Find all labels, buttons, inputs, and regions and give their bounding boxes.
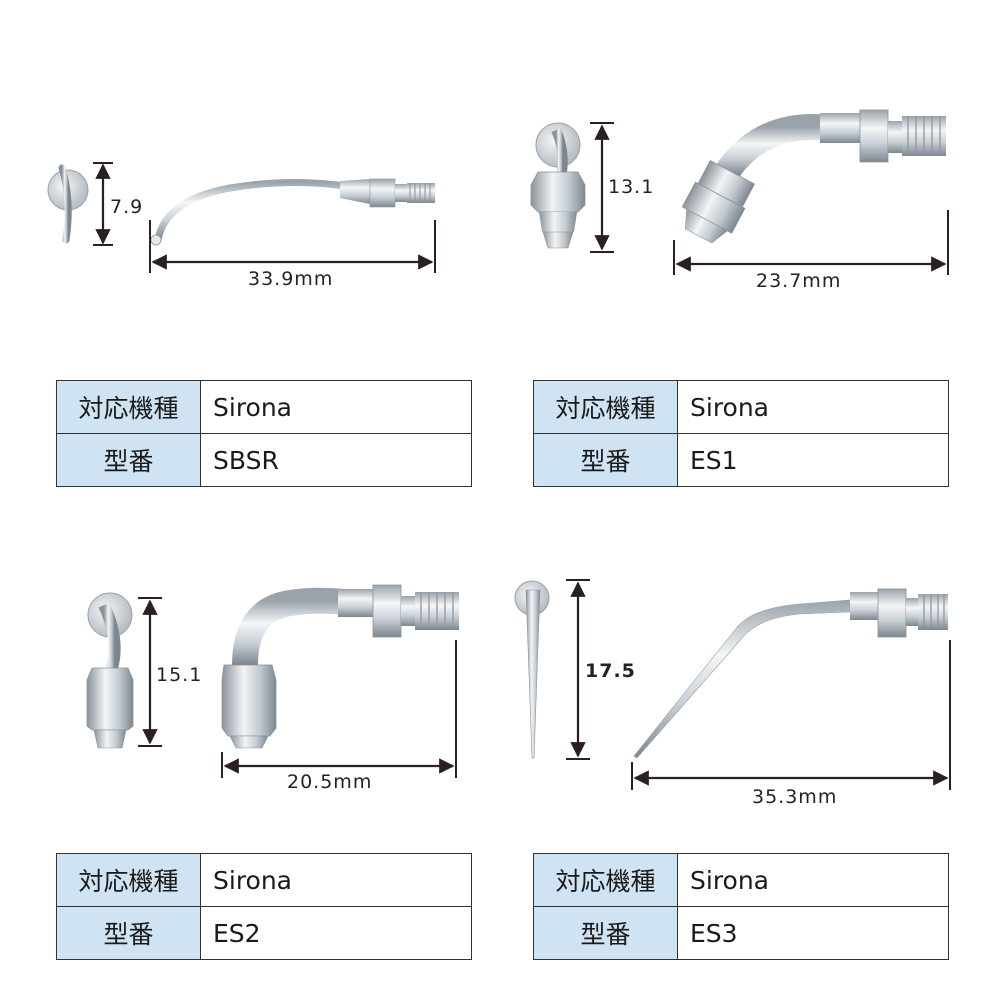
tip-es3-end-view [514, 580, 550, 759]
tip-sbsr-height-label: 7.9 [110, 196, 144, 218]
tip-es3-height-label: 17.5 [585, 660, 636, 682]
tip-sbsr-end-view [47, 164, 89, 244]
tip-es3-width-label: 35.3mm [752, 786, 838, 808]
tip-sbsr-width-label: 33.9mm [248, 268, 334, 290]
table-row: 対応機種 Sirona [56, 380, 472, 434]
compatible-model-value: Sirona [677, 380, 949, 434]
tip-sbsr-width-dimension [149, 220, 436, 273]
tip-sbsr-height-dimension [93, 162, 113, 246]
tip-es2-width-dimension [221, 640, 457, 778]
spec-table-es1: 対応機種 Sirona 型番 ES1 [533, 380, 949, 487]
model-number-value: ES3 [677, 906, 949, 960]
table-row: 型番 SBSR [56, 433, 472, 487]
tip-es2-height-label: 15.1 [156, 664, 203, 686]
tip-es2-width-label: 20.5mm [287, 771, 373, 793]
compatible-model-label: 対応機種 [56, 380, 201, 434]
table-row: 対応機種 Sirona [533, 853, 949, 907]
table-row: 対応機種 Sirona [533, 380, 949, 434]
table-row: 型番 ES1 [533, 433, 949, 487]
tip-es2-side-view [221, 584, 459, 749]
tip-es1-height-dimension [590, 122, 614, 253]
tip-es1-side-view [681, 109, 946, 244]
model-number-label: 型番 [533, 906, 678, 960]
model-number-value: ES2 [200, 906, 472, 960]
tip-es2-height-dimension [138, 597, 162, 747]
model-number-label: 型番 [56, 433, 201, 487]
tip-es3-side-view [633, 588, 948, 759]
compatible-model-label: 対応機種 [56, 853, 201, 907]
table-row: 型番 ES3 [533, 906, 949, 960]
tip-es1-width-dimension [673, 210, 949, 275]
model-number-label: 型番 [56, 906, 201, 960]
tip-es1-width-label: 23.7mm [756, 270, 842, 292]
compatible-model-label: 対応機種 [533, 380, 678, 434]
tip-es1-end-view [530, 122, 586, 249]
spec-table-sbsr: 対応機種 Sirona 型番 SBSR [56, 380, 472, 487]
compatible-model-value: Sirona [677, 853, 949, 907]
tip-es3-width-dimension [631, 640, 951, 790]
compatible-model-label: 対応機種 [533, 853, 678, 907]
model-number-label: 型番 [533, 433, 678, 487]
model-number-value: SBSR [200, 433, 472, 487]
tip-es1-height-label: 13.1 [608, 176, 655, 198]
table-row: 対応機種 Sirona [56, 853, 472, 907]
table-row: 型番 ES2 [56, 906, 472, 960]
tip-sbsr-side-view [150, 178, 435, 246]
spec-table-es3: 対応機種 Sirona 型番 ES3 [533, 853, 949, 960]
compatible-model-value: Sirona [200, 853, 472, 907]
tip-es3-height-dimension [566, 579, 590, 760]
compatible-model-value: Sirona [200, 380, 472, 434]
spec-table-es2: 対応機種 Sirona 型番 ES2 [56, 853, 472, 960]
model-number-value: ES1 [677, 433, 949, 487]
tip-es2-end-view [86, 592, 134, 749]
